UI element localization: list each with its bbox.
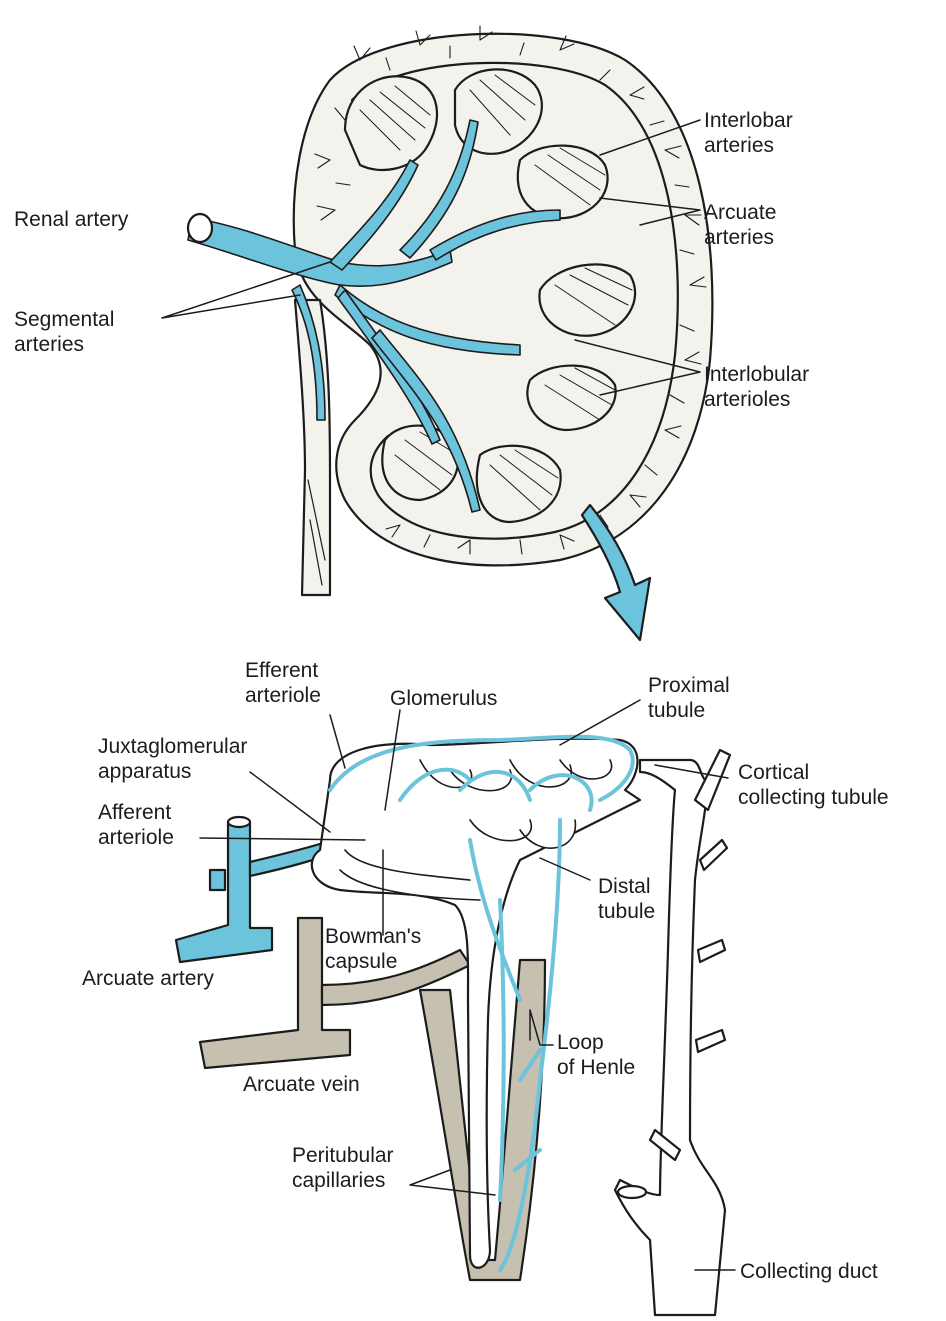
label-distal-tubule: Distal tubule (598, 874, 655, 924)
label-collecting-duct: Collecting duct (740, 1259, 878, 1284)
label-efferent-arteriole: Efferent arteriole (245, 658, 321, 708)
label-afferent-arteriole: Afferent arteriole (98, 800, 174, 850)
label-arcuate-artery: Arcuate artery (82, 966, 214, 991)
label-juxtaglomerular-apparatus: Juxtaglomerular apparatus (98, 734, 247, 784)
label-interlobular-arterioles: Interlobular arterioles (704, 362, 809, 412)
label-peritubular-capillaries: Peritubular capillaries (292, 1143, 394, 1193)
label-glomerulus: Glomerulus (390, 686, 497, 711)
label-arcuate-vein: Arcuate vein (243, 1072, 360, 1097)
label-arcuate-arteries: Arcuate arteries (704, 200, 776, 250)
label-bowmans-capsule: Bowman's capsule (325, 924, 421, 974)
renal-artery-opening (188, 214, 212, 242)
label-proximal-tubule: Proximal tubule (648, 673, 730, 723)
label-renal-artery: Renal artery (14, 207, 128, 232)
label-segmental-arteries: Segmental arteries (14, 307, 114, 357)
label-loop-of-henle: Loop of Henle (557, 1030, 635, 1080)
label-cortical-collecting-tubule: Cortical collecting tubule (738, 760, 889, 810)
label-interlobar-arteries: Interlobar arteries (704, 108, 793, 158)
